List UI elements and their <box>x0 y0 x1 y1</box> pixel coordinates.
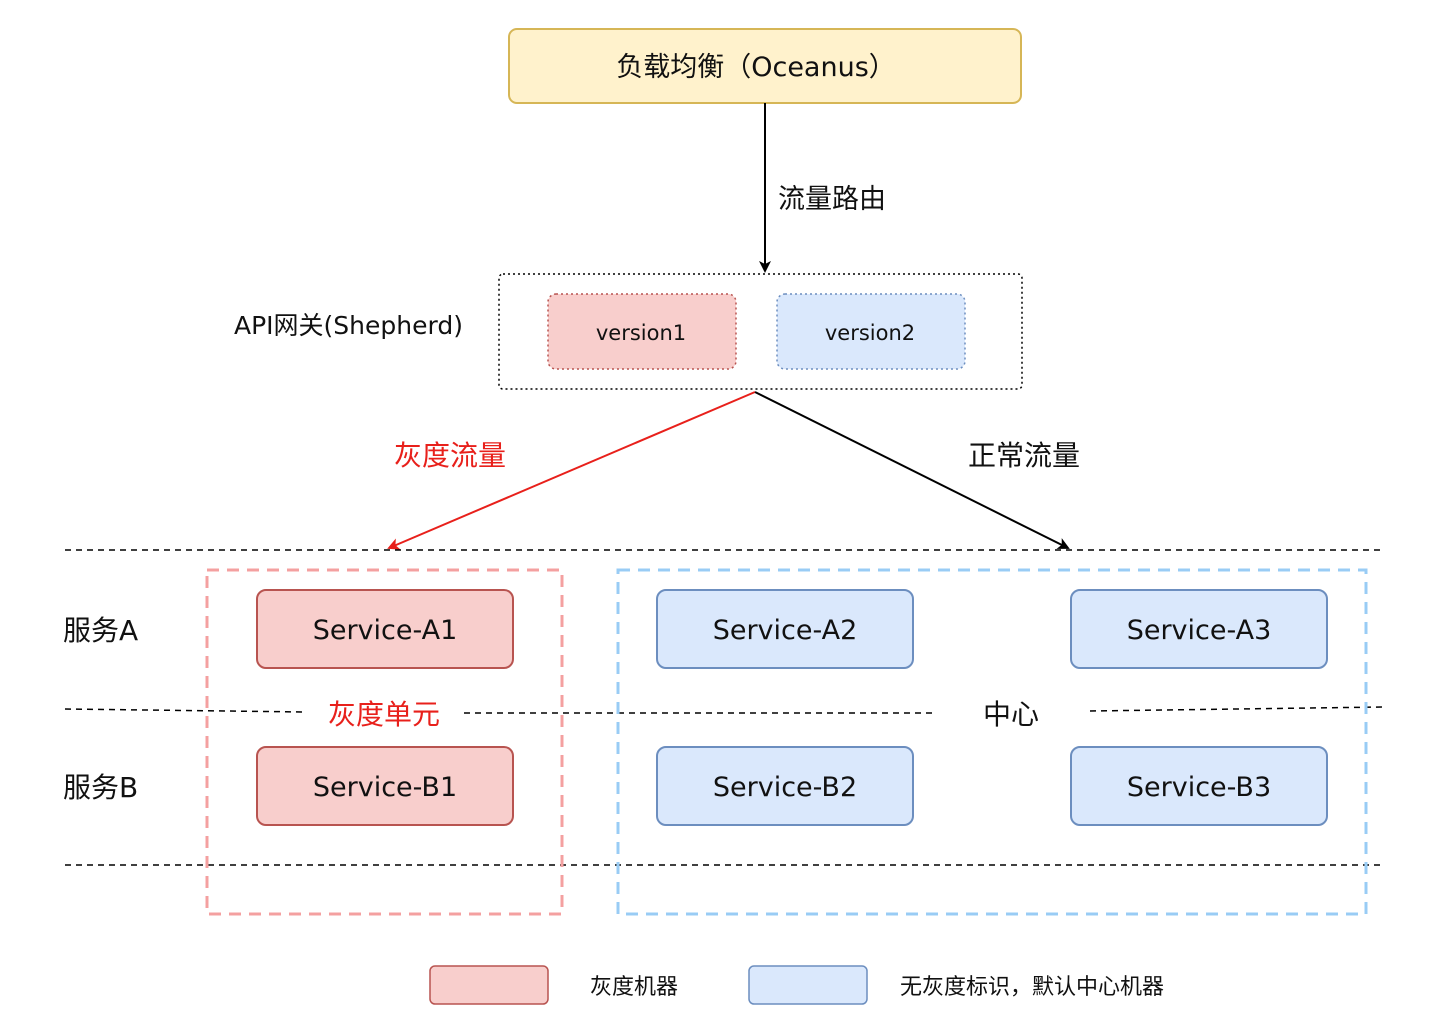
middle-separator-left <box>64 708 307 713</box>
row-label-service-a: 服务A <box>63 614 138 647</box>
version1-box <box>547 293 737 370</box>
normal-traffic-arrow <box>754 391 1070 549</box>
service-a3: Service-A3 <box>1070 589 1328 669</box>
row-label-service-b: 服务B <box>63 771 138 804</box>
service-a2-box <box>656 589 914 669</box>
legend-default-label: 无灰度标识，默认中心机器 <box>900 975 1164 1000</box>
legend: 灰度机器 无灰度标识，默认中心机器 <box>429 965 1164 1005</box>
legend-gray-swatch <box>429 965 549 1005</box>
service-a1-label: Service-A1 <box>313 615 458 646</box>
gray-unit-label: 灰度单元 <box>328 698 440 731</box>
service-a3-label: Service-A3 <box>1127 615 1272 646</box>
gray-traffic-label: 灰度流量 <box>394 439 506 472</box>
version2-box <box>776 293 966 370</box>
service-a2-label: Service-A2 <box>713 615 858 646</box>
middle-separator-right <box>1089 706 1384 712</box>
normal-traffic-label: 正常流量 <box>968 439 1080 472</box>
service-a1: Service-A1 <box>256 589 514 669</box>
legend-gray-label: 灰度机器 <box>590 975 678 1000</box>
version2-label: version2 <box>825 321 915 345</box>
service-b2-box <box>656 746 914 826</box>
legend-default-swatch <box>748 965 868 1005</box>
load-balancer: 负载均衡（Oceanus） <box>508 28 1022 104</box>
gray-traffic-arrow <box>387 391 756 550</box>
center-container <box>616 568 1368 916</box>
service-b1: Service-B1 <box>256 746 514 826</box>
version1-label: version1 <box>596 321 686 345</box>
service-b1-label: Service-B1 <box>313 772 457 803</box>
api-gateway: API网关(Shepherd) version1 version2 <box>234 273 1023 390</box>
service-a2: Service-A2 <box>656 589 914 669</box>
load-balancer-label: 负载均衡（Oceanus） <box>616 52 896 83</box>
service-a1-box <box>256 589 514 669</box>
routing-label: 流量路由 <box>778 184 886 215</box>
service-b2-label: Service-B2 <box>713 772 857 803</box>
gray-unit-container <box>205 568 564 916</box>
service-b3-box <box>1070 746 1328 826</box>
gateway-label: API网关(Shepherd) <box>234 311 463 340</box>
service-b3: Service-B3 <box>1070 746 1328 826</box>
service-b3-label: Service-B3 <box>1127 772 1271 803</box>
service-a3-box <box>1070 589 1328 669</box>
center-label: 中心 <box>983 698 1039 731</box>
service-b1-box <box>256 746 514 826</box>
service-b2: Service-B2 <box>656 746 914 826</box>
